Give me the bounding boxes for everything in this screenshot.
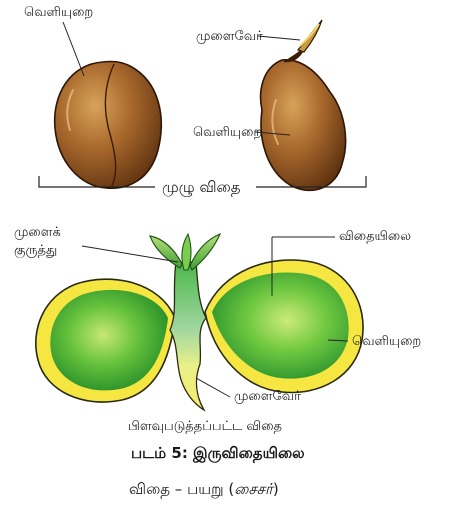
label-seed-coat-left: வெளியுறை	[24, 6, 93, 19]
plumule-leaf-center	[182, 234, 191, 270]
label-radicle-top: முளைவேர்	[196, 30, 263, 43]
plumule-leaf-left	[150, 236, 182, 268]
embryo-axis	[170, 262, 206, 410]
split-seed	[36, 234, 363, 410]
whole-seed-left	[55, 61, 162, 188]
label-cotyledon: விதையிலை	[339, 230, 411, 243]
whole-seed-right	[261, 20, 346, 190]
label-whole-seed: முழு விதை	[162, 180, 240, 195]
label-seed-coat-right: வெளியுறை	[193, 126, 262, 139]
figure-caption: படம் 5: இருவிதையிலை	[131, 446, 305, 461]
label-seed-coat-bottom: வெளியுறை	[352, 335, 421, 348]
label-split-seed: பிளவுபடுத்தப்பட்ட விதை	[128, 420, 282, 433]
leader-radicle-bottom	[196, 378, 230, 397]
label-plumule-line2: குருத்து	[14, 244, 57, 257]
label-plumule-line1: முளைக்	[14, 226, 61, 239]
leader-seed-coat-left	[63, 22, 84, 76]
subtitle-prefix: விதை – பயறு (	[129, 480, 234, 498]
plumule-leaf-right	[190, 234, 220, 270]
figure-subtitle: விதை – பயறு (சைசர்)	[129, 482, 279, 497]
label-radicle-bottom: முளைவேர்	[234, 390, 301, 403]
leader-radicle-top	[258, 36, 300, 40]
subtitle-suffix: )	[273, 480, 279, 498]
subtitle-scientific-name: சைசர்	[234, 480, 273, 498]
